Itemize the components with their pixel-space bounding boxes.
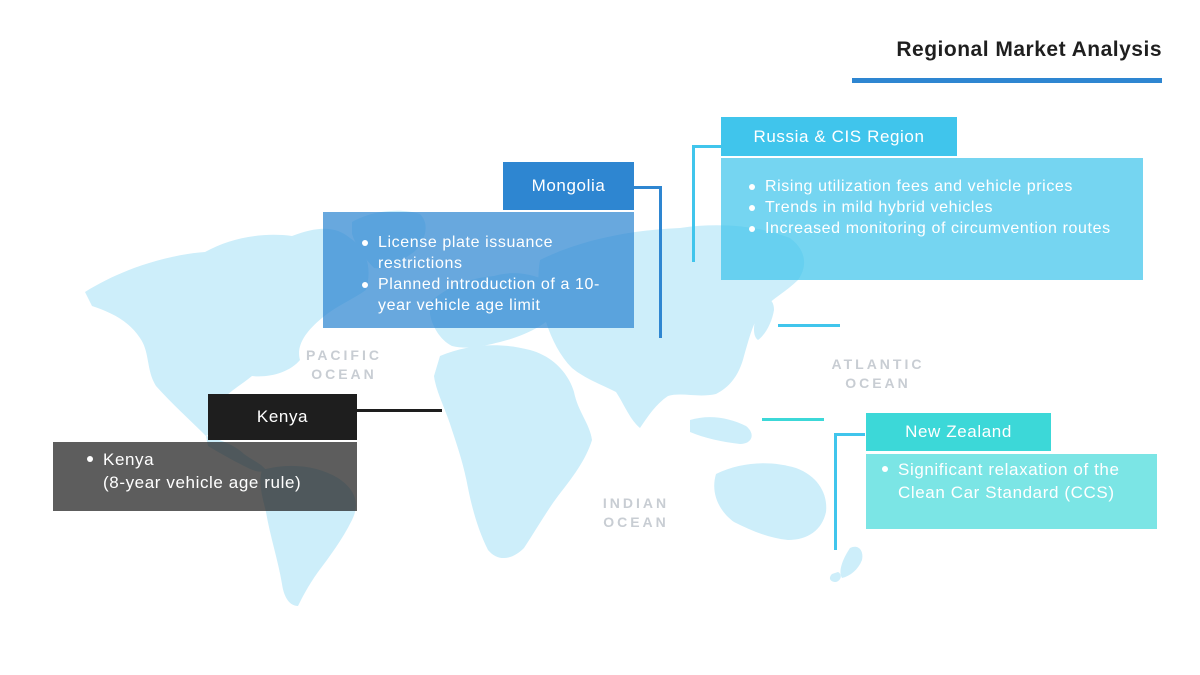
mongolia-label: Mongolia [503, 162, 634, 210]
newzealand-label: New Zealand [866, 413, 1051, 451]
mongolia-panel: License plate issuance restrictions Plan… [323, 212, 634, 328]
russia-item: Trends in mild hybrid vehicles [745, 197, 1131, 218]
mongolia-item: Planned introduction of a 10-year vehicl… [358, 274, 620, 316]
kenya-connector [357, 409, 442, 412]
mongolia-connector [634, 186, 662, 189]
newzealand-item: Significant relaxation of the Clean Car … [878, 458, 1147, 504]
russia-connector [692, 145, 721, 148]
australia-shape [714, 463, 827, 540]
indian-ocean-label: INDIAN OCEAN [602, 495, 670, 530]
mongolia-item: License plate issuance restrictions [358, 232, 620, 274]
accent-line-asia [762, 418, 824, 421]
russia-panel: Rising utilization fees and vehicle pric… [721, 158, 1143, 280]
north-america-shape [85, 228, 369, 436]
russia-item: Increased monitoring of circumvention ro… [745, 218, 1131, 239]
title-underline [852, 78, 1162, 83]
page-title: Regional Market Analysis [896, 38, 1162, 61]
sea-islands-shape [690, 417, 752, 444]
mongolia-connector-vertical [659, 186, 662, 338]
japan-shape [754, 298, 774, 340]
kenya-label: Kenya [208, 394, 357, 440]
kenya-panel: Kenya (8-year vehicle age rule) [53, 442, 357, 511]
atlantic-ocean-label: ATLANTIC OCEAN [831, 356, 925, 391]
russia-connector-vertical [692, 145, 695, 262]
pacific-ocean-label: PACIFIC OCEAN [306, 347, 382, 382]
accent-line-japan [778, 324, 840, 327]
nz-south-shape [829, 572, 841, 582]
nz-connector [834, 433, 865, 436]
africa-shape [434, 345, 592, 559]
russia-item: Rising utilization fees and vehicle pric… [745, 176, 1131, 197]
kenya-item: Kenya (8-year vehicle age rule) [83, 448, 347, 494]
russia-label: Russia & CIS Region [721, 117, 957, 156]
nz-connector-vertical [834, 433, 837, 550]
newzealand-panel: Significant relaxation of the Clean Car … [866, 454, 1157, 529]
nz-shape [840, 546, 863, 578]
